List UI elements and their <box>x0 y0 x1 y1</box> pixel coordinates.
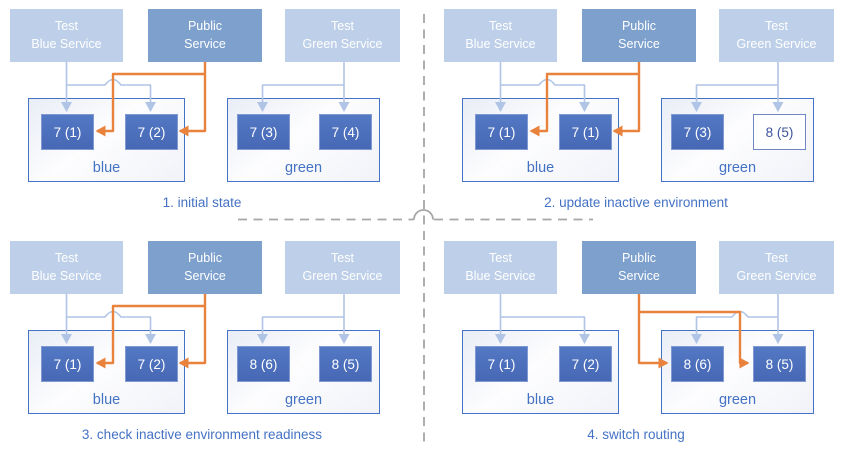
environment-label: green <box>718 392 757 408</box>
environment-label: blue <box>92 160 121 176</box>
test-green-service-box: Test Green Service <box>719 241 834 294</box>
panel-4-switch-routing: Test Blue Service Public Service Test Gr… <box>424 228 848 456</box>
public-service-box: Public Service <box>148 241 262 294</box>
public-service-box: Public Service <box>582 241 696 294</box>
blue-environment-box: 7 (1) 7 (2) blue <box>28 330 185 414</box>
service-label-line: Test <box>331 18 354 33</box>
environment-label: blue <box>92 392 121 408</box>
test-blue-service-box: Test Blue Service <box>10 241 123 294</box>
service-label-line: Blue Service <box>465 268 536 283</box>
service-label-line: Test <box>765 250 788 265</box>
pod: 7 (2) <box>125 114 178 150</box>
blue-environment-box: 7 (1) 7 (2) blue <box>28 98 185 182</box>
panel-3-check-inactive-environment-readiness: Test Blue Service Public Service Test Gr… <box>0 228 424 456</box>
green-environment-box: 7 (3) 7 (4) green <box>227 98 380 182</box>
service-label-line: Public <box>187 18 223 33</box>
blue-environment-box: 7 (1) 7 (2) blue <box>462 330 619 414</box>
environment-label: green <box>718 160 757 176</box>
green-environment-box: 8 (6) 8 (5) green <box>227 330 380 414</box>
pod: 8 (6) <box>671 346 724 382</box>
pod: 7 (1) <box>475 346 528 382</box>
test-blue-service-box: Test Blue Service <box>444 241 557 294</box>
service-label-line: Test <box>489 18 512 33</box>
blue-environment-box: 7 (1) 7 (1) blue <box>462 98 619 182</box>
pod: 7 (1) <box>559 114 612 150</box>
service-label-line: Public <box>187 250 223 265</box>
service-label-line: Blue Service <box>465 36 536 51</box>
panel-caption: 1. initial state <box>162 195 242 210</box>
test-blue-service-box: Test Blue Service <box>10 9 123 62</box>
panel-caption: 3. check inactive environment readiness <box>81 427 323 442</box>
pod: 7 (1) <box>41 346 94 382</box>
pod: 8 (5) <box>753 346 806 382</box>
service-label-line: Service <box>184 268 226 283</box>
environment-label: blue <box>526 160 555 176</box>
environment-label: green <box>284 392 323 408</box>
panel-caption: 4. switch routing <box>587 427 685 442</box>
service-label-line: Test <box>55 250 78 265</box>
test-green-service-box: Test Green Service <box>285 9 400 62</box>
environment-label: green <box>284 160 323 176</box>
service-label-line: Blue Service <box>31 36 102 51</box>
pod: 7 (2) <box>559 346 612 382</box>
service-label-line: Green Service <box>736 268 817 283</box>
test-green-service-box: Test Green Service <box>719 9 834 62</box>
service-label-line: Green Service <box>302 36 383 51</box>
service-label-line: Green Service <box>736 36 817 51</box>
pod: 8 (6) <box>237 346 290 382</box>
service-label-line: Public <box>621 250 657 265</box>
test-green-service-box: Test Green Service <box>285 241 400 294</box>
pod-new-version: 8 (5) <box>753 114 806 150</box>
pod: 7 (3) <box>237 114 290 150</box>
panel-1-initial-state: Test Blue Service Public Service Test Gr… <box>0 0 424 228</box>
public-service-box: Public Service <box>148 9 262 62</box>
service-label-line: Service <box>618 36 660 51</box>
pod: 7 (1) <box>475 114 528 150</box>
public-service-box: Public Service <box>582 9 696 62</box>
pod: 7 (3) <box>671 114 724 150</box>
service-label-line: Test <box>331 250 354 265</box>
panel-2-update-inactive-environment: Test Blue Service Public Service Test Gr… <box>424 0 848 228</box>
service-label-line: Service <box>184 36 226 51</box>
service-label-line: Blue Service <box>31 268 102 283</box>
service-label-line: Test <box>765 18 788 33</box>
pod: 7 (2) <box>125 346 178 382</box>
service-label-line: Green Service <box>302 268 383 283</box>
pod: 7 (1) <box>41 114 94 150</box>
service-label-line: Test <box>489 250 512 265</box>
pod: 7 (4) <box>319 114 372 150</box>
green-environment-box: 7 (3) 8 (5) green <box>661 98 814 182</box>
service-label-line: Test <box>55 18 78 33</box>
service-label-line: Service <box>618 268 660 283</box>
panel-caption: 2. update inactive environment <box>544 195 728 210</box>
environment-label: blue <box>526 392 555 408</box>
test-blue-service-box: Test Blue Service <box>444 9 557 62</box>
green-environment-box: 8 (6) 8 (5) green <box>661 330 814 414</box>
service-label-line: Public <box>621 18 657 33</box>
pod: 8 (5) <box>319 346 372 382</box>
